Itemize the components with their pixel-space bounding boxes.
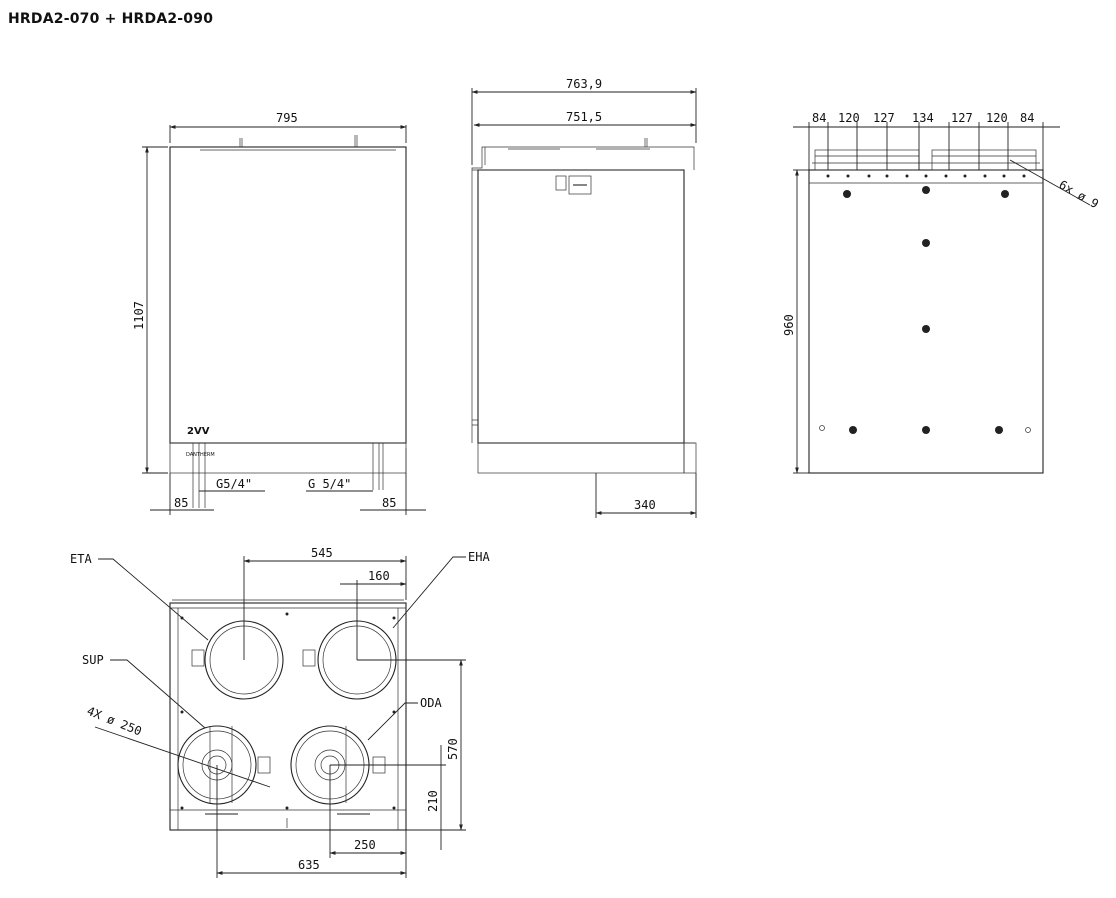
back-spacing-5: 127 bbox=[951, 111, 973, 125]
front-housing bbox=[169, 146, 407, 444]
front-base bbox=[169, 442, 407, 474]
back-housing bbox=[808, 169, 1044, 474]
top-housing bbox=[169, 602, 407, 831]
top-dim-210: 210 bbox=[426, 790, 440, 812]
back-holes-label: 6x ø 9 bbox=[1057, 177, 1102, 211]
label-eta: ETA bbox=[70, 552, 92, 566]
label-eha: EHA bbox=[468, 550, 490, 564]
top-dim-545: 545 bbox=[311, 546, 333, 560]
side-view: 763,9 751,5 340 bbox=[471, 77, 697, 518]
front-width-dim: 795 bbox=[276, 111, 298, 125]
label-oda: ODA bbox=[420, 696, 442, 710]
top-dim-160: 160 bbox=[368, 569, 390, 583]
side-base bbox=[477, 442, 685, 474]
front-left-offset: 85 bbox=[174, 496, 188, 510]
back-spacing-6: 120 bbox=[986, 111, 1008, 125]
front-view: 2VV DANTHERM 795 1107 G5/4" G 5/4" 85 85 bbox=[132, 111, 426, 515]
front-height-dim: 1107 bbox=[132, 301, 146, 330]
front-right-offset: 85 bbox=[382, 496, 396, 510]
top-dim-250: 250 bbox=[354, 838, 376, 852]
top-dim-570: 570 bbox=[446, 738, 460, 760]
top-view: 545 160 570 210 250 635 ETA EHA SUP ODA bbox=[70, 546, 490, 878]
front-left-conn-label: G5/4" bbox=[216, 477, 252, 491]
back-height-dim: 960 bbox=[782, 314, 796, 336]
back-spacing-3: 127 bbox=[873, 111, 895, 125]
back-spacing-1: 84 bbox=[812, 111, 826, 125]
front-logo: 2VV bbox=[187, 426, 210, 437]
side-body-depth: 751,5 bbox=[566, 110, 602, 124]
front-logo-sub: DANTHERM bbox=[186, 452, 215, 458]
back-view: 84 120 127 134 127 120 84 960 6x ø 9 bbox=[782, 111, 1102, 474]
top-dim-635: 635 bbox=[298, 858, 320, 872]
back-spacing-7: 84 bbox=[1020, 111, 1034, 125]
drawing-title: HRDA2-070 + HRDA2-090 bbox=[8, 11, 214, 27]
side-housing bbox=[477, 169, 685, 444]
label-sup: SUP bbox=[82, 653, 104, 667]
back-spacing-4: 134 bbox=[912, 111, 934, 125]
back-spacing-2: 120 bbox=[838, 111, 860, 125]
side-overall-depth: 763,9 bbox=[566, 77, 602, 91]
side-foot-offset: 340 bbox=[634, 498, 656, 512]
front-right-conn-label: G 5/4" bbox=[308, 477, 351, 491]
